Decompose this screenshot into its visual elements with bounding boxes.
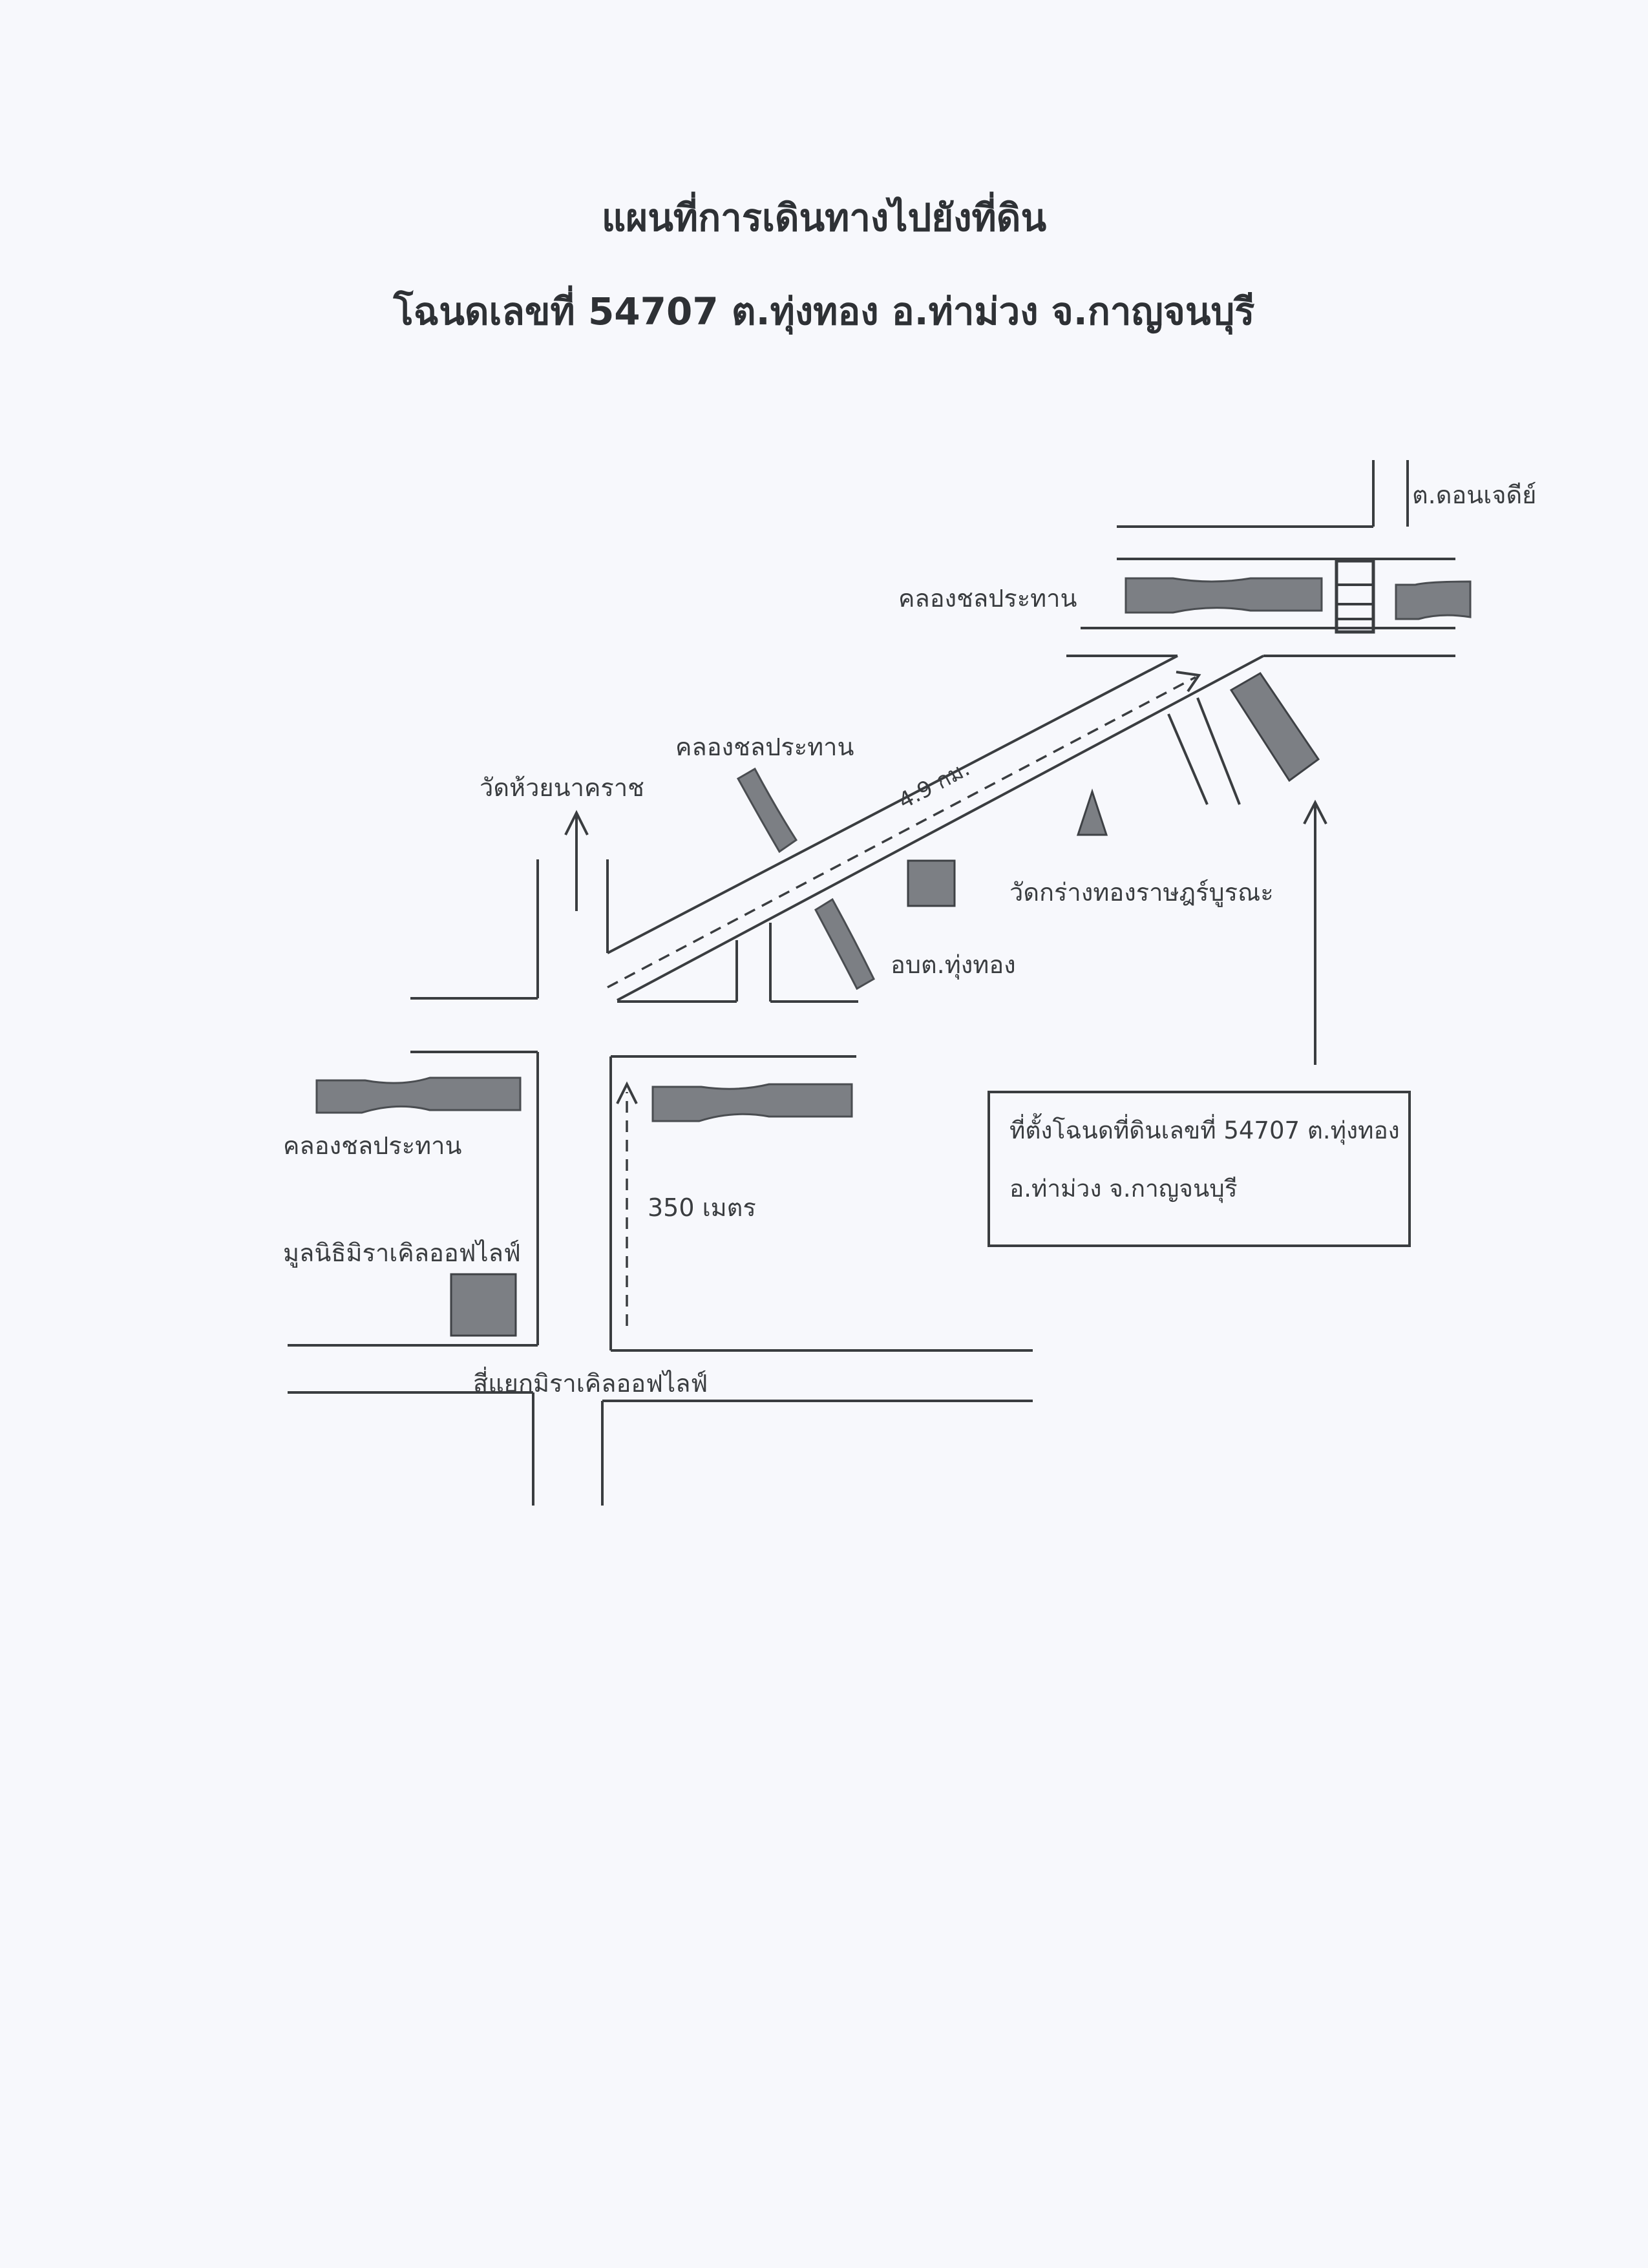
- label-wat-krang-thong: วัดกร่างทองราษฎร์บูรณะ: [1009, 878, 1274, 907]
- diagonal-road-upper: [607, 655, 1178, 954]
- label-distance-short: 350 เมตร: [648, 1193, 756, 1222]
- diagonal-road-lower: [617, 655, 1264, 1002]
- canal-right-of-road-shape: [651, 1083, 853, 1122]
- foundation-building-icon: [450, 1273, 517, 1337]
- canal-near-obt-shape: [814, 898, 875, 991]
- canal-top-right-shape: [1395, 580, 1472, 620]
- arrow-up-to-plot-head: [1303, 799, 1327, 824]
- page-subtitle: โฉนดเลขที่ 54707 ต.ทุ่งทอง อ.ท่าม่วง จ.ก…: [393, 289, 1255, 333]
- arrow-up-wat-huai-head: [564, 810, 589, 835]
- land-location-box: ที่ตั้งโฉนดที่ดินเลขที่ 54707 ต.ทุ่งทอง …: [988, 1091, 1411, 1247]
- label-canal-top: คลองชลประทาน: [898, 584, 1077, 613]
- page-title: แผนที่การเดินทางไปยังที่ดิน: [601, 196, 1047, 240]
- label-don-chedi: ต.ดอนเจดีย์: [1412, 481, 1537, 509]
- land-location-line-1: ที่ตั้งโฉนดที่ดินเลขที่ 54707 ต.ทุ่งทอง: [1009, 1117, 1400, 1144]
- temple-triangle-icon: [1076, 788, 1108, 836]
- branch-road-left: [1167, 713, 1209, 805]
- label-miracle-foundation: มูลนิธิมิราเคิลออฟไลฟ์: [283, 1239, 521, 1267]
- label-miracle-intersection: สี่แยกมิราเคิลออฟไลฟ์: [473, 1369, 708, 1398]
- canal-middle-shape: [736, 767, 798, 854]
- label-canal-left: คลองชลประทาน: [283, 1131, 462, 1160]
- label-wat-huai-nakharat: วัดห้วยนาคราช: [480, 773, 644, 802]
- land-location-line-2: อ.ท่าม่วง จ.กาญจนบุรี: [1009, 1175, 1238, 1202]
- canal-top-shape: [1125, 577, 1323, 614]
- label-canal-middle: คลองชลประทาน: [675, 733, 854, 761]
- route-long-dashed: [607, 676, 1196, 989]
- land-plot-icon: [1229, 672, 1320, 782]
- route-short-arrowhead: [616, 1081, 638, 1104]
- canal-left-shape: [315, 1076, 522, 1114]
- bridge-icon: [1335, 559, 1375, 634]
- obt-building-icon: [907, 859, 956, 907]
- label-obt-thung-thong: อบต.ทุ่งทอง: [891, 950, 1016, 979]
- branch-road-right: [1196, 697, 1241, 805]
- route-long-arrowhead: [1176, 671, 1201, 693]
